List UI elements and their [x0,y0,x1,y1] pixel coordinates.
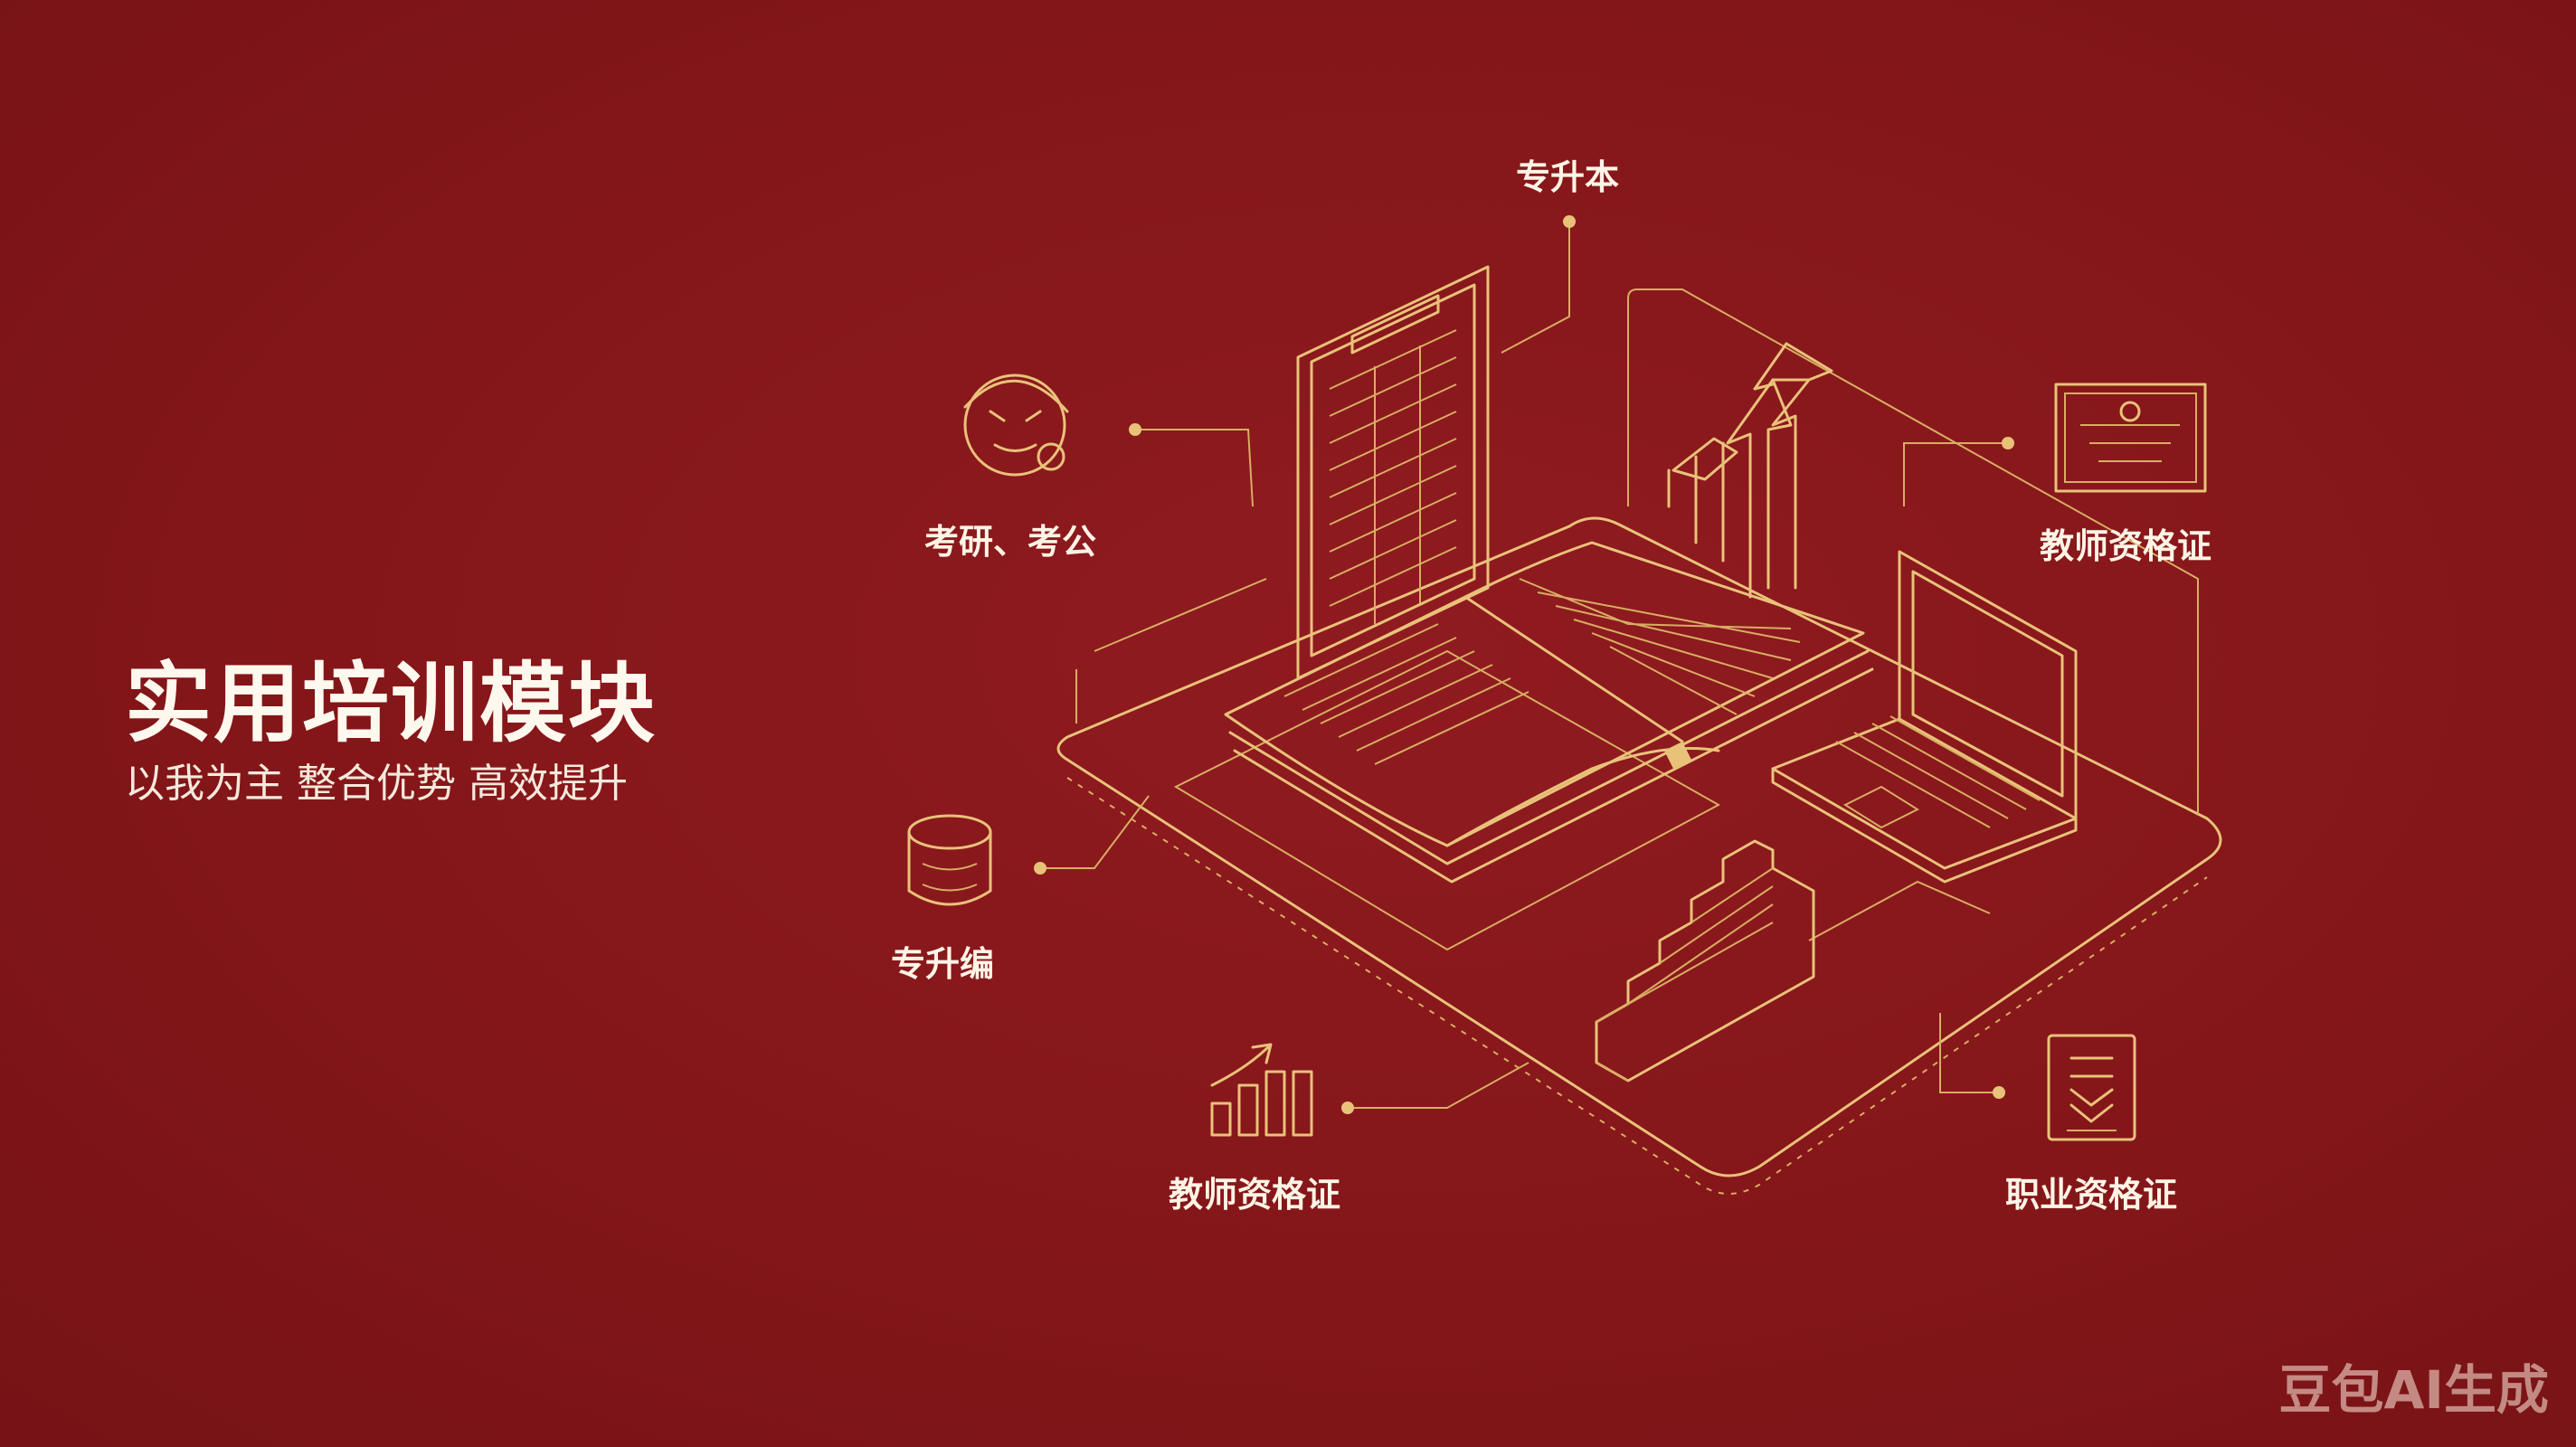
module-label-bottom-right: 职业资格证 [2005,1175,2178,1215]
stairs-icon [1595,839,1815,1083]
module-label-top: 专升本 [1516,157,1620,197]
face-icon [963,374,1069,477]
module-label-left-top: 考研、考公 [924,522,1097,562]
module-label-left-middle: 专升编 [891,944,995,984]
platform-base [1056,288,2222,1195]
book-icon [1224,541,1874,884]
clipboard-icon [1296,265,1490,680]
laptop-icon [1771,550,2078,884]
bar-chart-icon [1210,1043,1313,1137]
growth-arrow-icon [1667,342,1833,599]
page-title: 实用培训模块 [125,653,657,754]
page-subtitle: 以我为主 整合优势 高效提升 [125,761,628,807]
certificate-icon [2054,383,2207,493]
connector-lines [1034,215,2014,1114]
watermark: 豆包AI生成 [2278,1359,2549,1421]
module-label-bottom-left: 教师资格证 [1169,1175,1341,1215]
document-icon [2047,1034,2136,1141]
module-label-right-top: 教师资格证 [2040,526,2212,566]
database-icon [907,814,992,906]
